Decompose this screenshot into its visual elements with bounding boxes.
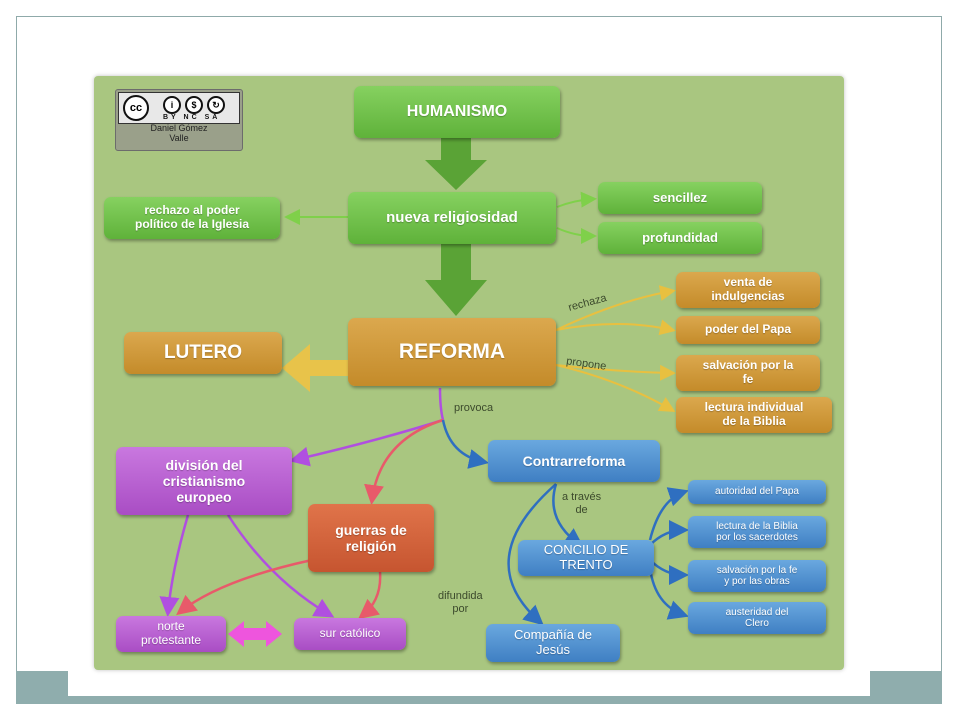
node-salvacion-obras: salvación por la fe y por las obras [688, 560, 826, 592]
link-guerras-to-norte [176, 558, 313, 616]
cc-license-badge: cc i $ ↻ BY NC SA Daniel Gómez Valle [115, 89, 243, 151]
link-provoca-to-division [289, 418, 444, 467]
node-poder-papa: poder del Papa [676, 316, 820, 344]
link-religiosidad-to-profundidad [556, 227, 597, 244]
link-reforma-provoca [438, 387, 445, 421]
node-autoridad-papa: autoridad del Papa [688, 480, 826, 504]
link-concilio-to-salvacion [649, 559, 689, 585]
node-venta-indulgencias: venta de indulgencias [676, 272, 820, 308]
node-sencillez: sencillez [598, 182, 762, 214]
node-profundidad: profundidad [598, 222, 762, 254]
link-contrarreforma-to-compania [507, 483, 557, 626]
node-salvacion-fe: salvación por la fe [676, 355, 820, 391]
node-lectura-individual: lectura individual de la Biblia [676, 397, 832, 433]
label-provoca: provoca [454, 402, 494, 414]
noncommercial-icon: $ [185, 96, 203, 114]
node-lectura-sacerdotes: lectura de la Biblia por los sacerdotes [688, 516, 826, 548]
label-difundida-por: difundida por [438, 590, 483, 615]
link-religiosidad-to-sencillez [556, 191, 597, 208]
cc-license-strip: cc i $ ↻ BY NC SA [118, 92, 240, 124]
node-nueva-religiosidad: nueva religiosidad [348, 192, 556, 244]
link-division-to-norte [159, 514, 190, 617]
sharealike-icon: ↻ [207, 96, 225, 114]
node-rechazo-poder: rechazo al poder político de la Iglesia [104, 197, 280, 239]
arrow-religiosidad-to-reforma [425, 244, 487, 316]
arrow-humanismo-to-religiosidad [425, 138, 487, 190]
node-lutero: LUTERO [124, 332, 282, 374]
label-a-traves-de: a través de [562, 491, 602, 516]
node-sur-catolico: sur católico [294, 618, 406, 650]
link-provoca-to-guerras [364, 418, 444, 505]
link-reforma-to-venta [555, 285, 676, 331]
cc-author: Daniel Gómez Valle [150, 123, 208, 143]
node-compania-jesus: Compañía de Jesús [486, 624, 620, 662]
node-austeridad-clero: austeridad del Clero [688, 602, 826, 634]
link-reforma-to-salvacion [555, 364, 676, 381]
node-norte-protestante: norte protestante [116, 616, 226, 652]
node-division-cristianismo: división del cristianismo europeo [116, 447, 292, 515]
link-concilio-to-lectura [649, 520, 689, 546]
link-guerras-to-sur [358, 571, 382, 620]
arrow-reforma-to-lutero [282, 344, 350, 392]
link-concilio-to-autoridad [648, 487, 689, 541]
link-reforma-to-lectura [555, 364, 676, 412]
link-provoca-to-contrarreforma [441, 419, 489, 469]
node-reforma: REFORMA [348, 318, 556, 386]
link-division-to-sur [226, 514, 335, 618]
node-humanismo: HUMANISMO [354, 86, 560, 138]
node-contrarreforma: Contrarreforma [488, 440, 660, 482]
cc-license-codes: BY NC SA [163, 114, 221, 121]
link-reforma-to-poder [555, 319, 676, 336]
node-guerras-religion: guerras de religión [308, 504, 434, 572]
creative-commons-icon: cc [123, 95, 149, 121]
arrow-norte-sur [228, 621, 282, 647]
slide-bottom-notch [68, 671, 870, 696]
attribution-icon: i [163, 96, 181, 114]
node-concilio-trento: CONCILIO DE TRENTO [518, 540, 654, 576]
